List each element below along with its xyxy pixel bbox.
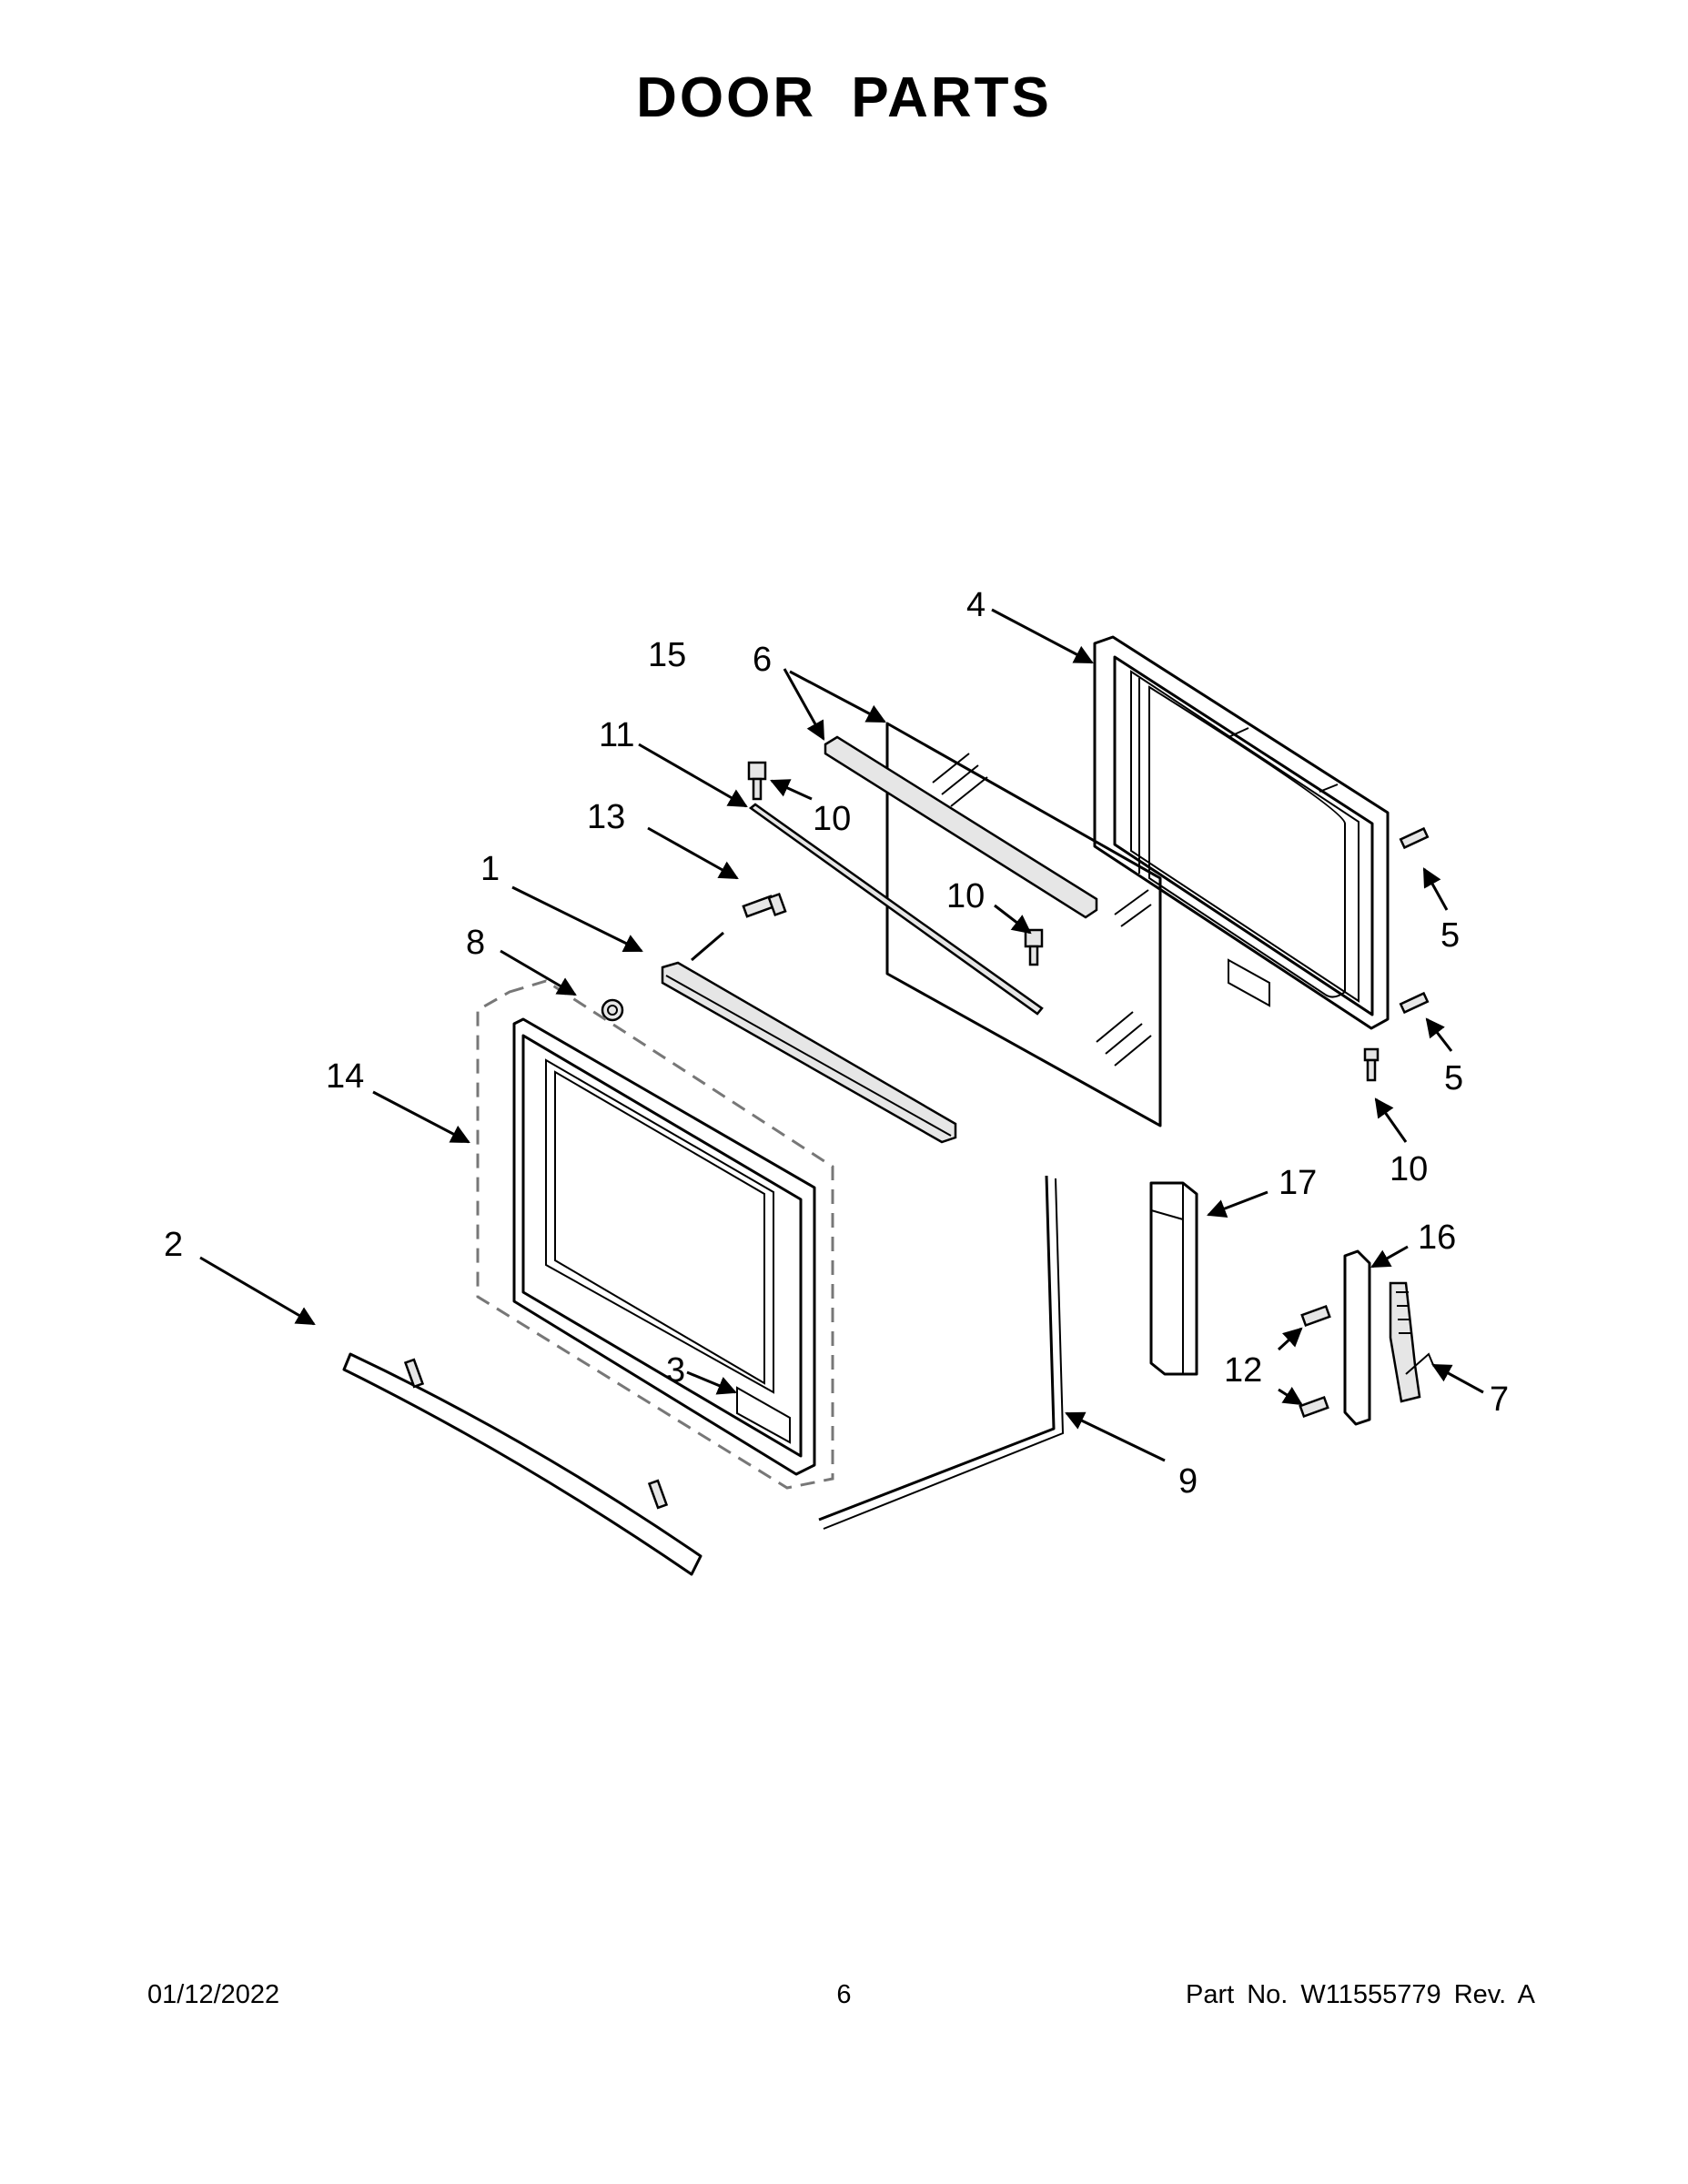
callout-13: 13 bbox=[587, 798, 625, 836]
part-17-hinge-cover bbox=[1149, 1181, 1198, 1376]
page-title: DOOR PARTS bbox=[636, 66, 1052, 129]
callout-15: 15 bbox=[648, 636, 686, 674]
part-10-screw-lower bbox=[1363, 1047, 1380, 1082]
callout-8: 8 bbox=[466, 924, 485, 962]
callout-5-upper: 5 bbox=[1440, 916, 1460, 955]
part-9-door-gasket bbox=[818, 1175, 1065, 1530]
callout-12: 12 bbox=[1224, 1351, 1262, 1390]
callout-10-upper: 10 bbox=[813, 800, 851, 838]
part-1-door-bracket bbox=[661, 961, 957, 1144]
part-16-hinge-bracket bbox=[1343, 1249, 1371, 1426]
callout-6: 6 bbox=[753, 641, 772, 679]
callout-1: 1 bbox=[480, 850, 500, 888]
leader-lines bbox=[199, 608, 1484, 1462]
callout-9: 9 bbox=[1178, 1462, 1198, 1501]
part-5-screw-upper bbox=[1399, 826, 1430, 850]
callout-5-lower: 5 bbox=[1444, 1059, 1463, 1097]
part-14-outer-door-panel bbox=[476, 979, 834, 1490]
part-5-screw-lower bbox=[1399, 991, 1430, 1015]
part-7-door-hinge bbox=[1389, 1281, 1434, 1403]
part-12-screw-lower bbox=[1299, 1395, 1329, 1419]
callout-14: 14 bbox=[326, 1057, 364, 1096]
footer-page-number: 6 bbox=[836, 1980, 852, 2009]
callout-11: 11 bbox=[599, 716, 634, 754]
callout-3: 3 bbox=[666, 1351, 685, 1390]
part-4-inner-door-frame bbox=[1093, 635, 1390, 1030]
part-12-screw-upper bbox=[1300, 1304, 1331, 1328]
part-10-screw-upper bbox=[747, 761, 767, 801]
callout-16: 16 bbox=[1418, 1218, 1456, 1257]
callout-17: 17 bbox=[1279, 1164, 1317, 1202]
callout-7: 7 bbox=[1490, 1380, 1509, 1419]
callout-10-middle: 10 bbox=[946, 877, 985, 915]
part-10-screw-middle bbox=[1024, 928, 1044, 966]
part-11-glass-retainer bbox=[748, 803, 1044, 1016]
part-15-glass-channel bbox=[824, 735, 1098, 919]
footer-date: 01/12/2022 bbox=[147, 1980, 280, 2009]
callout-10-lower: 10 bbox=[1390, 1150, 1428, 1188]
part-13-alignment-line bbox=[691, 931, 724, 962]
part-2-door-handle bbox=[342, 1352, 702, 1576]
callout-4: 4 bbox=[966, 586, 986, 624]
callout-2: 2 bbox=[164, 1226, 183, 1264]
part-6-door-glass bbox=[885, 722, 1162, 1127]
part-13-screw bbox=[742, 892, 787, 918]
footer-part-number: Part No. W11555779 Rev. A bbox=[1185, 1980, 1535, 2009]
part-8-door-bumper bbox=[601, 998, 624, 1022]
